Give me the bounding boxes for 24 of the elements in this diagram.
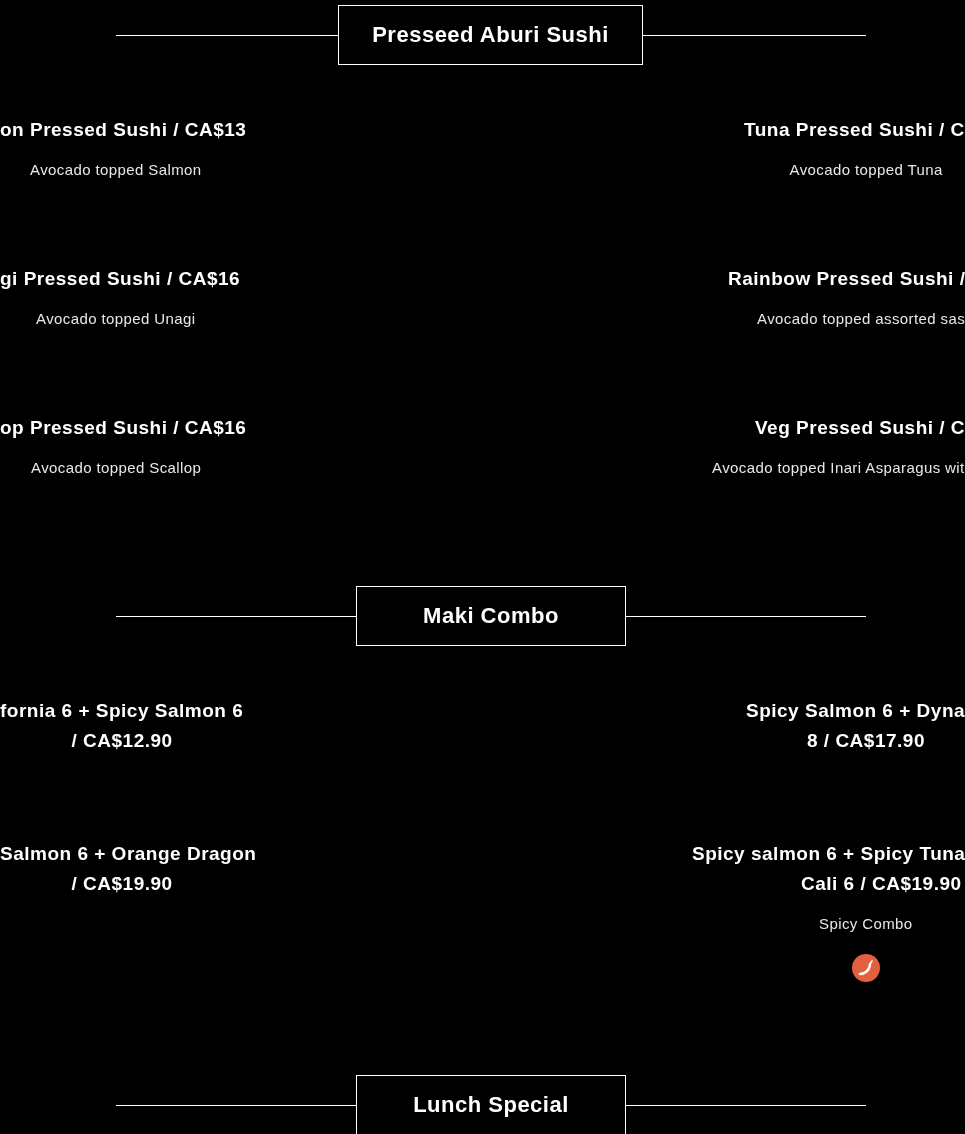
menu-item-title: gi Pressed Sushi / CA$16 (0, 267, 241, 291)
menu-item-title: Cali 6 / CA$19.90 (801, 872, 962, 896)
section-heading: Presseed Aburi Sushi (338, 5, 643, 65)
menu-item-title: op Pressed Sushi / CA$16 (0, 416, 247, 440)
menu-item-description: Avocado topped Tuna (789, 160, 943, 180)
menu-item-title: Salmon 6 + Orange Dragon (0, 842, 257, 866)
section-heading: Maki Combo (356, 586, 626, 646)
menu-item-title: / CA$19.90 (71, 872, 173, 896)
menu-item-title: Veg Pressed Sushi / C (755, 416, 965, 440)
menu-item-title: 8 / CA$17.90 (807, 729, 925, 753)
menu-item-description: Avocado topped Salmon (30, 160, 202, 180)
menu-item-title: / CA$12.90 (71, 729, 173, 753)
menu-item-description: Spicy Combo (819, 914, 913, 934)
menu-item-title: fornia 6 + Spicy Salmon 6 (0, 699, 244, 723)
menu-item-description: Avocado topped assorted sas (757, 309, 965, 329)
section-heading: Lunch Special (356, 1075, 626, 1134)
menu-item-title: on Pressed Sushi / CA$13 (0, 118, 247, 142)
menu-item-title: Rainbow Pressed Sushi / (728, 267, 965, 291)
menu-item-description: Avocado topped Unagi (36, 309, 196, 329)
menu-item-description: Avocado topped Scallop (31, 458, 202, 478)
menu-item-description: Avocado topped Inari Asparagus wit (712, 458, 965, 478)
menu-item-title: Tuna Pressed Sushi / C (744, 118, 965, 142)
menu-item-title: Spicy salmon 6 + Spicy Tuna (692, 842, 965, 866)
menu-item-title: Spicy Salmon 6 + Dyna (746, 699, 965, 723)
